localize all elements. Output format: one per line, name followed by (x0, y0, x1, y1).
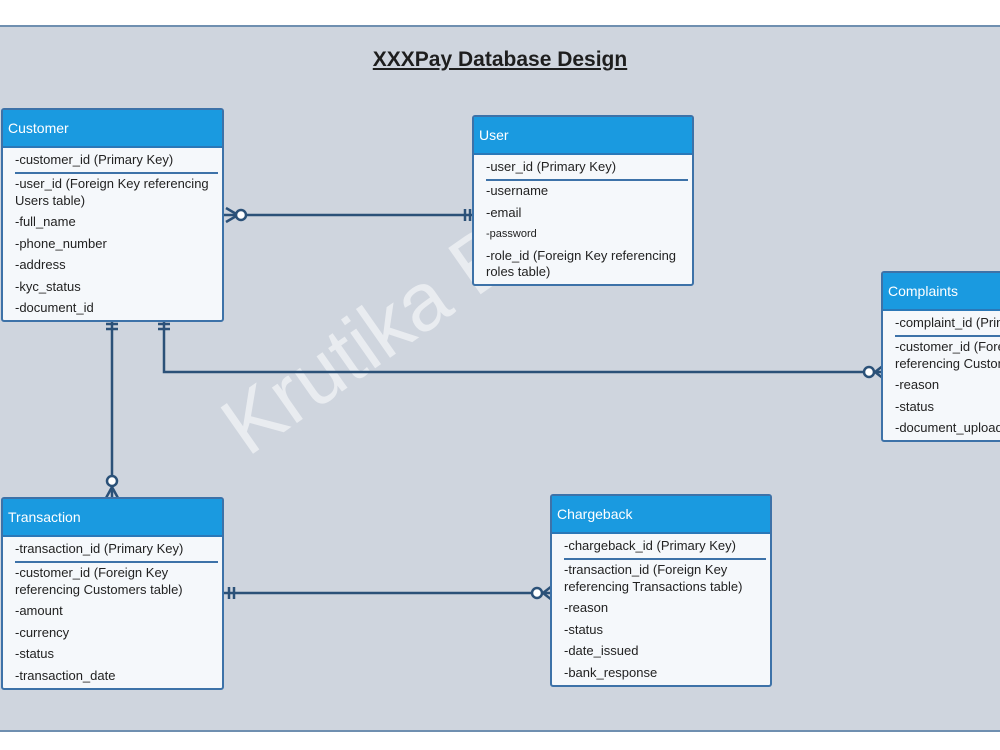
entity-header: Complaints (883, 273, 1000, 311)
crowfoot-right (110, 486, 120, 499)
field: -customer_id (Foreign Key referencing Cu… (895, 339, 1000, 371)
field-list: -user_id (Foreign Key referencing Users … (3, 174, 222, 326)
primary-key-field: -customer_id (Primary Key) (15, 148, 218, 174)
field: -document_id (15, 300, 94, 315)
field: -status (895, 398, 935, 414)
zero-circle (862, 365, 876, 379)
diagram-title: XXXPay Database Design (0, 48, 1000, 72)
diagram-title-text: XXXPay Database Design (372, 48, 628, 71)
field: -address (15, 257, 66, 272)
entity-complaints[interactable]: Complaints -complaint_id (Primary Key) -… (881, 271, 1000, 442)
field: -transaction_date (15, 667, 116, 683)
field: -email (486, 204, 522, 220)
field: -reason (564, 600, 609, 615)
field: -role_id (Foreign Key referencing roles … (486, 247, 677, 280)
zero-circle (530, 586, 544, 600)
entity-header: User (474, 117, 692, 155)
entity-chargeback[interactable]: Chargeback -chargeback_id (Primary Key) … (550, 494, 772, 687)
relationship-lines (104, 206, 885, 601)
primary-key-field: -chargeback_id (Primary Key) (564, 534, 766, 560)
field: -username (486, 183, 549, 198)
field-list: -customer_id (Foreign Key referencing Cu… (3, 563, 222, 693)
zero-circle (105, 474, 119, 488)
primary-key-field: -user_id (Primary Key) (486, 155, 688, 181)
field-list: -customer_id (Foreign Key referencing Cu… (883, 337, 1000, 446)
entity-customer[interactable]: Customer -customer_id (Primary Key) -use… (1, 108, 224, 322)
field-list: -username -email -password -role_id (For… (474, 181, 692, 290)
zero-circle (234, 208, 248, 222)
field: -amount (15, 603, 63, 618)
field: -kyc_status (15, 278, 81, 294)
entity-transaction[interactable]: Transaction -transaction_id (Primary Key… (1, 497, 224, 690)
field: -customer_id (Foreign Key referencing Cu… (15, 565, 183, 597)
entity-header: Transaction (3, 499, 222, 537)
entity-user[interactable]: User -user_id (Primary Key) -username -e… (472, 115, 694, 286)
field-list: -transaction_id (Foreign Key referencing… (552, 560, 770, 690)
field: -reason (895, 377, 940, 392)
entity-header: Chargeback (552, 496, 770, 534)
field: -user_id (Foreign Key referencing Users … (15, 176, 209, 208)
field: -status (564, 621, 604, 637)
field: -date_issued (564, 643, 639, 658)
field: -currency (15, 624, 70, 640)
field: -full_name (15, 214, 76, 229)
field: -transaction_id (Foreign Key referencing… (564, 562, 743, 594)
field: -document_uploaded (895, 420, 1000, 435)
field: -password (486, 228, 537, 240)
field: -status (15, 646, 55, 661)
entity-header: Customer (3, 110, 222, 148)
diagram-canvas: XXXPay Database Design Krutika Borse (0, 25, 1000, 732)
primary-key-field: -transaction_id (Primary Key) (15, 537, 218, 563)
primary-key-field: -complaint_id (Primary Key) (895, 311, 1000, 337)
crowfoot-left (104, 486, 114, 499)
rel-customer-complaints (162, 322, 884, 374)
field: -phone_number (15, 235, 107, 251)
field: -bank_response (564, 664, 658, 680)
